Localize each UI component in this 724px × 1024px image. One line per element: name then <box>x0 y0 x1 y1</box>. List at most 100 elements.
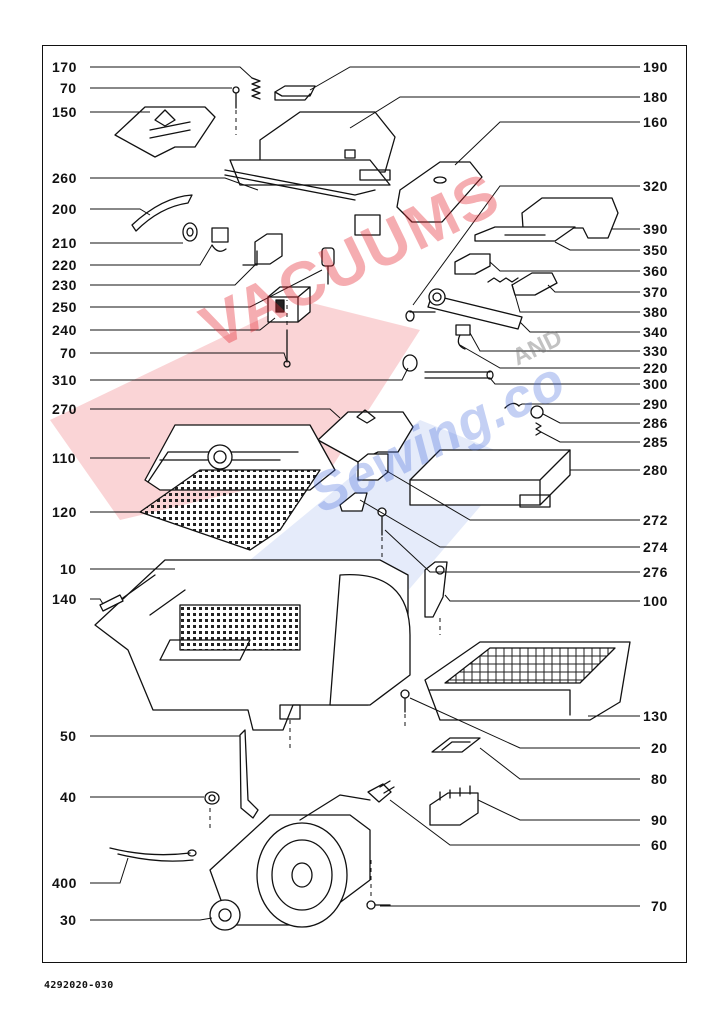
leader-30 <box>90 917 213 921</box>
part-40-ring <box>204 791 220 805</box>
callout-label: 380 <box>643 304 668 320</box>
part-285-spring <box>535 422 542 436</box>
part-130-filter <box>424 641 631 721</box>
leader-340 <box>519 321 640 333</box>
callout-label: 30 <box>60 912 77 928</box>
leader-310 <box>90 367 409 381</box>
callout-label: 100 <box>643 593 668 609</box>
part-220-switch <box>211 227 229 252</box>
leader-100 <box>444 594 640 602</box>
callout-label: 80 <box>651 771 668 787</box>
callout-label: 290 <box>643 396 668 412</box>
part-50-lever <box>239 729 259 819</box>
leader-230 <box>90 264 256 286</box>
part-300-axle <box>424 370 494 380</box>
leader-90 <box>477 799 640 821</box>
part-240-block <box>267 286 311 323</box>
part-80-frame <box>431 737 481 753</box>
callout-label: 20 <box>651 740 668 756</box>
part-170-spring <box>251 77 261 100</box>
leader-370 <box>547 284 640 293</box>
leader-70b <box>90 352 288 363</box>
part-70-screw-bottom <box>366 900 391 910</box>
part-280-tray <box>409 449 571 508</box>
leader-274 <box>359 499 640 548</box>
part-90-connector <box>429 785 479 826</box>
part-100-clip <box>424 561 448 618</box>
leader-300 <box>489 377 640 385</box>
callout-label: 10 <box>60 561 77 577</box>
part-360-latch <box>454 253 491 275</box>
callout-label: 130 <box>643 708 668 724</box>
leader-80 <box>479 747 640 780</box>
leader-170 <box>90 66 253 79</box>
part-30-cable-reel <box>209 794 371 931</box>
callout-label: 190 <box>643 59 668 75</box>
part-340-shaft <box>427 288 523 330</box>
leader-60 <box>389 799 640 846</box>
part-330-switch <box>455 324 471 350</box>
callout-label: 210 <box>52 235 77 251</box>
part-380-spring <box>487 277 519 283</box>
callout-label: 40 <box>60 789 77 805</box>
callout-label: 285 <box>643 434 668 450</box>
callout-label: 390 <box>643 221 668 237</box>
callout-label: 350 <box>643 242 668 258</box>
callout-label: 270 <box>52 401 77 417</box>
callout-label: 200 <box>52 201 77 217</box>
callout-label: 272 <box>643 512 668 528</box>
part-140-pin <box>99 594 124 612</box>
leader-220b <box>459 344 640 369</box>
callout-label: 60 <box>651 837 668 853</box>
leader-270 <box>90 408 341 419</box>
callout-label: 140 <box>52 591 77 607</box>
leader-286 <box>542 413 640 424</box>
document-number: 4292020-030 <box>44 980 114 991</box>
leader-240 <box>90 317 276 331</box>
part-230-bracket <box>242 233 283 266</box>
callout-label: 286 <box>643 415 668 431</box>
part-286-ball <box>530 405 544 419</box>
leader-276 <box>384 529 640 573</box>
part-400-cable <box>109 847 197 862</box>
callout-label: 150 <box>52 104 77 120</box>
part-150-cover <box>114 106 216 158</box>
part-120-plate <box>139 469 321 551</box>
part-350-plate <box>474 226 576 242</box>
callout-label: 230 <box>52 277 77 293</box>
leader-160 <box>454 121 640 166</box>
callout-label: 330 <box>643 343 668 359</box>
callout-label: 320 <box>643 178 668 194</box>
diagram-frame <box>42 45 687 963</box>
callout-label: 170 <box>52 59 77 75</box>
part-20-screw <box>400 689 410 713</box>
leader-200 <box>90 208 151 216</box>
callout-label: 400 <box>52 875 77 891</box>
callout-label: 360 <box>643 263 668 279</box>
part-70-screw-top <box>232 86 240 109</box>
leader-320 <box>412 185 640 306</box>
callout-label: 240 <box>52 322 77 338</box>
callout-label: 370 <box>643 284 668 300</box>
leader-290 <box>517 403 640 407</box>
part-10-base-housing <box>94 559 411 731</box>
leader-285 <box>540 431 640 443</box>
callout-label: 340 <box>643 324 668 340</box>
part-160-cover <box>396 161 483 223</box>
part-270-cover <box>317 409 414 463</box>
callout-label: 250 <box>52 299 77 315</box>
part-310-wheel <box>402 354 418 372</box>
callout-label: 220 <box>52 257 77 273</box>
leader-380 <box>511 283 640 313</box>
leader-272 <box>384 469 640 521</box>
leader-360 <box>489 261 640 272</box>
callout-label: 274 <box>643 539 668 555</box>
part-320-pin <box>405 310 436 322</box>
leader-250 <box>90 269 323 308</box>
part-210-wheel <box>182 222 198 242</box>
part-180-top-housing <box>229 111 396 186</box>
callout-label: 220 <box>643 360 668 376</box>
callout-label: 180 <box>643 89 668 105</box>
callout-label: 70 <box>651 898 668 914</box>
